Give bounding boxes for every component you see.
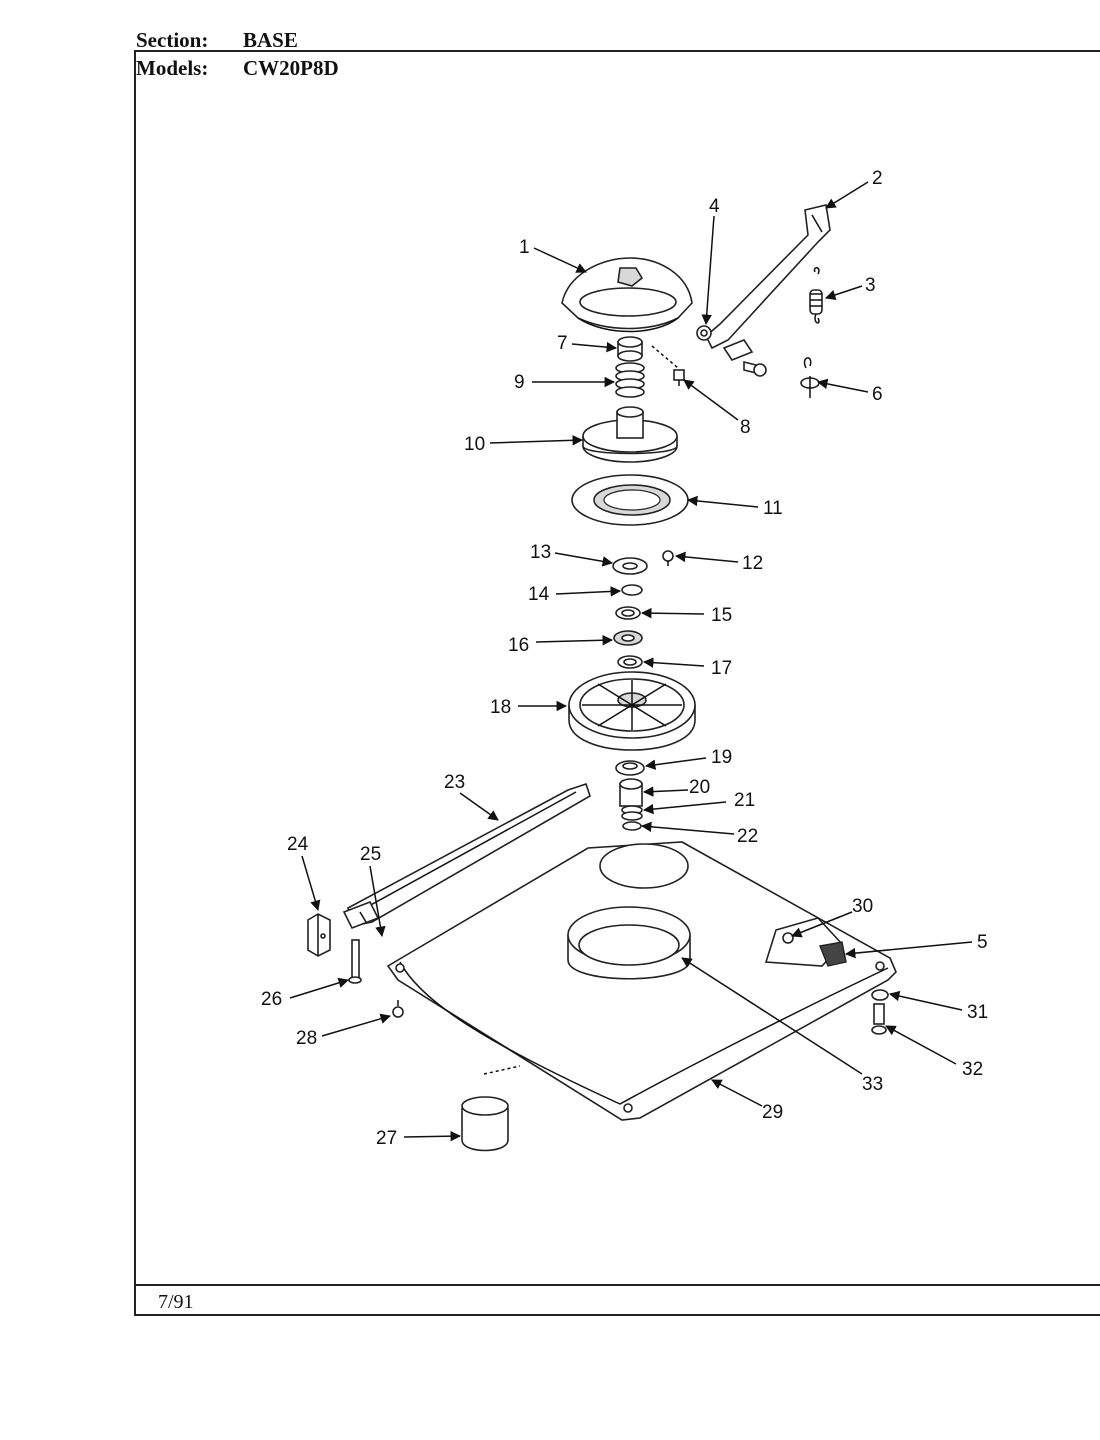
callout-7: 7 <box>557 333 568 354</box>
callout-24: 24 <box>287 834 309 855</box>
part-6-spring-hook <box>800 357 820 398</box>
part-8-screw <box>651 345 685 386</box>
part-1-hub-cover <box>561 257 693 333</box>
callout-23: 23 <box>444 772 465 793</box>
part-25-bracket <box>342 900 380 930</box>
part-18-pulley <box>568 671 696 751</box>
callout-2: 2 <box>872 168 883 189</box>
callout-12: 12 <box>742 553 763 574</box>
callout-11: 11 <box>763 498 783 519</box>
part-31-nut <box>871 989 889 1001</box>
part-2-actuator-lever <box>705 204 831 350</box>
part-14-retaining-ring <box>621 584 643 596</box>
revision-date: 7/91 <box>158 1291 194 1313</box>
part-20-clutch <box>619 778 643 807</box>
callout-25: 25 <box>360 844 381 865</box>
callout-10: 10 <box>464 434 485 455</box>
callout-13: 13 <box>530 542 551 563</box>
diagram-frame <box>134 50 1100 1316</box>
part-17-washer <box>617 655 643 669</box>
callout-17: 17 <box>711 658 732 679</box>
callout-31: 31 <box>967 1002 988 1023</box>
callout-6: 6 <box>872 384 883 405</box>
section-value: BASE <box>243 28 298 52</box>
callout-15: 15 <box>711 605 732 626</box>
part-7-bushing <box>617 336 643 362</box>
part-16-thrust-bearing <box>613 630 643 646</box>
part-26-bolt <box>348 939 362 984</box>
part-29-base-plate <box>386 841 897 1121</box>
callout-8: 8 <box>740 417 751 438</box>
callout-30: 30 <box>852 896 873 917</box>
footer-rule <box>134 1284 1100 1286</box>
part-12-screw <box>662 550 674 566</box>
callout-27: 27 <box>376 1128 397 1149</box>
part-21-spring <box>621 805 643 821</box>
part-5-slot-insert <box>819 941 847 967</box>
callout-21: 21 <box>734 790 755 811</box>
part-33-tub-ring <box>567 843 691 980</box>
part-24-mount-block <box>307 913 331 957</box>
callout-4: 4 <box>709 196 720 217</box>
part-15-washer <box>615 606 641 620</box>
part-11-ring-plate <box>571 474 689 526</box>
callout-5: 5 <box>977 932 988 953</box>
callout-19: 19 <box>711 747 732 768</box>
clamp-plate-and-bolt <box>722 339 767 377</box>
callout-16: 16 <box>508 635 529 656</box>
callout-32: 32 <box>962 1059 983 1080</box>
part-4-nut <box>696 325 712 341</box>
callout-9: 9 <box>514 372 525 393</box>
callout-18: 18 <box>490 697 511 718</box>
callout-3: 3 <box>865 275 876 296</box>
models-label: Models: <box>136 56 209 80</box>
callout-33: 33 <box>862 1074 883 1095</box>
part-28-screw <box>392 1000 404 1018</box>
part-19-bushing <box>615 760 645 776</box>
leader-lines <box>289 181 973 1142</box>
part-9-coil-spring <box>615 362 645 398</box>
part-13-washer <box>612 557 648 575</box>
callout-1: 1 <box>519 237 530 258</box>
part-10-cam-hub <box>582 406 678 463</box>
part-32-leg-bolt <box>871 1003 887 1035</box>
part-3-spring <box>809 267 823 324</box>
models-value: CW20P8D <box>243 56 339 80</box>
callout-numbers: 1 2 3 4 5 6 7 8 9 10 11 12 13 14 15 16 1… <box>261 168 988 1149</box>
callout-20: 20 <box>689 777 710 798</box>
callout-29: 29 <box>762 1102 783 1123</box>
callout-26: 26 <box>261 989 282 1010</box>
section-label: Section: <box>136 28 209 52</box>
callout-22: 22 <box>737 826 758 847</box>
part-27-foot <box>461 1065 521 1152</box>
callout-28: 28 <box>296 1028 317 1049</box>
callout-14: 14 <box>528 584 550 605</box>
part-22-ring <box>622 821 642 831</box>
